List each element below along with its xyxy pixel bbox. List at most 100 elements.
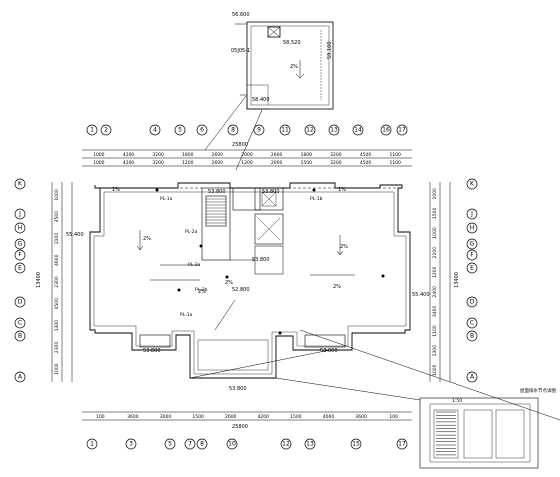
roof-drains bbox=[155, 188, 385, 335]
dim-value: 1500 bbox=[192, 414, 204, 420]
axis-bubble: 7 bbox=[184, 438, 196, 450]
right-total-dim: 13400 bbox=[454, 272, 460, 288]
dim-value: 1000 bbox=[432, 188, 438, 200]
top-total-dim: 25800 bbox=[232, 142, 248, 148]
elev-upper-room: 58.520 bbox=[283, 40, 301, 46]
axis-label: 7 bbox=[188, 441, 192, 448]
elev-right: 59.100 bbox=[327, 42, 333, 60]
elev-balcony-right: 53.800 bbox=[320, 348, 338, 354]
axis-bubble: 5 bbox=[164, 438, 176, 450]
dim-value: 1000 bbox=[93, 152, 105, 158]
axis-label: E bbox=[18, 265, 22, 272]
pipe-mark-6: PL-1a bbox=[180, 312, 193, 318]
machine-room-outline bbox=[246, 21, 334, 110]
slope-1: 2% bbox=[143, 236, 151, 242]
axis-label: 1 bbox=[90, 127, 94, 134]
dim-value: 2000 bbox=[241, 152, 253, 158]
elevator-shaft-a bbox=[232, 187, 261, 211]
dim-value: 3400 bbox=[432, 306, 438, 318]
right-dimensions bbox=[429, 182, 451, 382]
dim-value: 1800 bbox=[182, 152, 194, 158]
dim-value: 2600 bbox=[271, 152, 283, 158]
dim-value: 2600 bbox=[212, 152, 224, 158]
axis-bubble: H bbox=[466, 222, 478, 234]
dim-value: 1300 bbox=[432, 345, 438, 357]
axis-label: B bbox=[470, 333, 474, 340]
dim-value: 1500 bbox=[432, 208, 438, 220]
axis-bubble: 17 bbox=[396, 124, 408, 136]
dim-value: 2300 bbox=[54, 276, 60, 288]
dim-value: 1000 bbox=[432, 364, 438, 376]
axis-bubble: 13 bbox=[304, 438, 316, 450]
left-dimensions bbox=[51, 182, 73, 382]
axis-label: G bbox=[470, 241, 475, 248]
top-dimensions bbox=[82, 149, 412, 167]
axis-label: G bbox=[18, 241, 23, 248]
dim-value: 3200 bbox=[152, 152, 164, 158]
axis-bubble: F bbox=[14, 249, 26, 261]
elev-right: 55.400 bbox=[412, 292, 430, 298]
axis-bubble: 15 bbox=[350, 438, 362, 450]
dim-value: 4500 bbox=[360, 152, 372, 158]
axis-label: 11 bbox=[281, 127, 289, 134]
slope-2: 2% bbox=[340, 244, 348, 250]
dim-value: 1000 bbox=[432, 227, 438, 239]
dim-value: 2100 bbox=[54, 233, 60, 245]
elev-top: 56.600 bbox=[232, 12, 250, 18]
axis-bubble: G bbox=[14, 238, 26, 250]
axis-bubble: 5 bbox=[174, 124, 186, 136]
axis-bubble: 10 bbox=[226, 438, 238, 450]
dim-value: 4500 bbox=[360, 160, 372, 166]
axis-label: 13 bbox=[330, 127, 338, 134]
machine-room-labels: 56.600 58.520 59.100 05J05-1 2% 58.400 bbox=[231, 12, 333, 103]
dim-value: 100 bbox=[96, 414, 105, 420]
axis-bubble: G bbox=[466, 238, 478, 250]
axis-label: F bbox=[18, 252, 22, 259]
axis-label: 6 bbox=[200, 127, 204, 134]
axis-label: A bbox=[470, 374, 475, 381]
dim-value: 1000 bbox=[54, 363, 60, 375]
axis-label: 1 bbox=[90, 441, 94, 448]
pipe-mark-1: PL-1a bbox=[160, 196, 173, 202]
axis-label: J bbox=[470, 211, 473, 218]
axis-label: C bbox=[18, 320, 22, 327]
stair-block bbox=[201, 187, 284, 275]
elev-core: 53.800 bbox=[262, 189, 280, 195]
axis-bubble: 17 bbox=[396, 438, 408, 450]
axis-label: D bbox=[18, 299, 23, 306]
dim-value: 3000 bbox=[160, 414, 172, 420]
dim-value: 4500 bbox=[54, 298, 60, 310]
outer-parapet bbox=[89, 182, 411, 379]
axis-label: C bbox=[470, 320, 474, 327]
axis-bubble: J bbox=[14, 208, 26, 220]
dim-value: 4200 bbox=[258, 414, 270, 420]
axis-label: F bbox=[470, 252, 474, 259]
axis-bubble: 16 bbox=[380, 124, 392, 136]
elev-stair: 53.800 bbox=[208, 189, 226, 195]
left-total-dim: 13400 bbox=[36, 272, 42, 288]
dim-value: 100 bbox=[389, 414, 398, 420]
slope-5: 2% bbox=[333, 284, 341, 290]
axis-bubble: K bbox=[466, 178, 478, 190]
pipe-mark-2: PL-1b bbox=[310, 196, 323, 202]
detail-frame bbox=[419, 397, 539, 469]
axis-label: H bbox=[470, 225, 475, 232]
axis-bubble: 14 bbox=[352, 124, 364, 136]
inner-parapet bbox=[93, 191, 407, 375]
axis-label: 13 bbox=[306, 441, 314, 448]
bottom-dimensions bbox=[82, 411, 412, 421]
stair-core bbox=[201, 187, 231, 261]
detail-caption: 屋面排水节点详图 bbox=[520, 387, 556, 394]
slope-1pct-right: 1% bbox=[338, 187, 346, 193]
dim-value: 3600 bbox=[355, 414, 367, 420]
axis-label: 17 bbox=[398, 441, 406, 448]
axis-bubble: 8 bbox=[227, 124, 239, 136]
axis-label: E bbox=[470, 265, 474, 272]
detail-box bbox=[419, 397, 539, 469]
